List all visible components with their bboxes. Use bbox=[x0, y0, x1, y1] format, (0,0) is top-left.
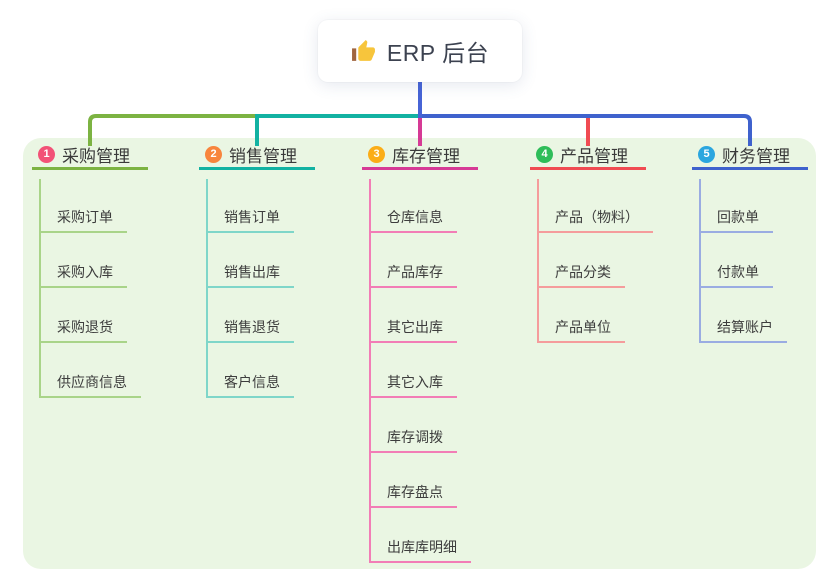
child-node[interactable]: 销售退货 bbox=[206, 317, 294, 343]
branch-number-badge: 5 bbox=[698, 146, 715, 163]
branch-sales: 2 销售管理 销售订单 销售出库 销售退货 客户信息 bbox=[199, 146, 315, 398]
child-node[interactable]: 付款单 bbox=[699, 262, 773, 288]
child-node[interactable]: 产品单位 bbox=[537, 317, 625, 343]
branch-finance: 5 财务管理 回款单 付款单 结算账户 bbox=[692, 146, 808, 343]
child-node[interactable]: 回款单 bbox=[699, 207, 773, 233]
branch-node[interactable]: 2 销售管理 bbox=[199, 146, 315, 170]
branch-child-line bbox=[369, 179, 371, 563]
branch-node[interactable]: 4 产品管理 bbox=[530, 146, 646, 170]
branch-number-badge: 3 bbox=[368, 146, 385, 163]
child-node[interactable]: 销售订单 bbox=[206, 207, 294, 233]
branch-label: 销售管理 bbox=[229, 147, 297, 166]
child-node[interactable]: 采购入库 bbox=[39, 262, 127, 288]
branch-child-line bbox=[39, 179, 41, 398]
root-title: ERP 后台 bbox=[386, 40, 490, 66]
branch-number-badge: 4 bbox=[536, 146, 553, 163]
child-node[interactable]: 销售出库 bbox=[206, 262, 294, 288]
child-node[interactable]: 仓库信息 bbox=[369, 207, 457, 233]
branch-child-line bbox=[206, 179, 208, 398]
root-node[interactable]: ERP 后台 bbox=[318, 20, 522, 82]
branch-label: 库存管理 bbox=[392, 147, 460, 166]
branch-inventory: 3 库存管理 仓库信息 产品库存 其它出库 其它入库 库存调拨 库存盘点 出库库… bbox=[362, 146, 478, 563]
branch-number-badge: 2 bbox=[205, 146, 222, 163]
child-node[interactable]: 出库库明细 bbox=[369, 537, 471, 563]
child-node[interactable]: 库存盘点 bbox=[369, 482, 457, 508]
branch-node[interactable]: 1 采购管理 bbox=[32, 146, 148, 170]
child-node[interactable]: 结算账户 bbox=[699, 317, 787, 343]
branch-product: 4 产品管理 产品（物料） 产品分类 产品单位 bbox=[530, 146, 653, 343]
branch-number-badge: 1 bbox=[38, 146, 55, 163]
child-node[interactable]: 其它入库 bbox=[369, 372, 457, 398]
branch-label: 采购管理 bbox=[62, 147, 130, 166]
branch-label: 产品管理 bbox=[560, 147, 628, 166]
child-node[interactable]: 供应商信息 bbox=[39, 372, 141, 398]
branch-child-line bbox=[537, 179, 539, 343]
child-node[interactable]: 产品（物料） bbox=[537, 207, 653, 233]
child-node[interactable]: 采购订单 bbox=[39, 207, 127, 233]
branch-node[interactable]: 5 财务管理 bbox=[692, 146, 808, 170]
thumbs-up-icon bbox=[351, 39, 375, 61]
branch-child-line bbox=[699, 179, 701, 343]
branches-panel bbox=[23, 138, 816, 569]
child-node[interactable]: 库存调拨 bbox=[369, 427, 457, 453]
branch-node[interactable]: 3 库存管理 bbox=[362, 146, 478, 170]
child-node[interactable]: 采购退货 bbox=[39, 317, 127, 343]
branch-label: 财务管理 bbox=[722, 147, 790, 166]
branch-purchase: 1 采购管理 采购订单 采购入库 采购退货 供应商信息 bbox=[32, 146, 148, 398]
child-node[interactable]: 产品分类 bbox=[537, 262, 625, 288]
child-node[interactable]: 客户信息 bbox=[206, 372, 294, 398]
child-node[interactable]: 产品库存 bbox=[369, 262, 457, 288]
child-node[interactable]: 其它出库 bbox=[369, 317, 457, 343]
